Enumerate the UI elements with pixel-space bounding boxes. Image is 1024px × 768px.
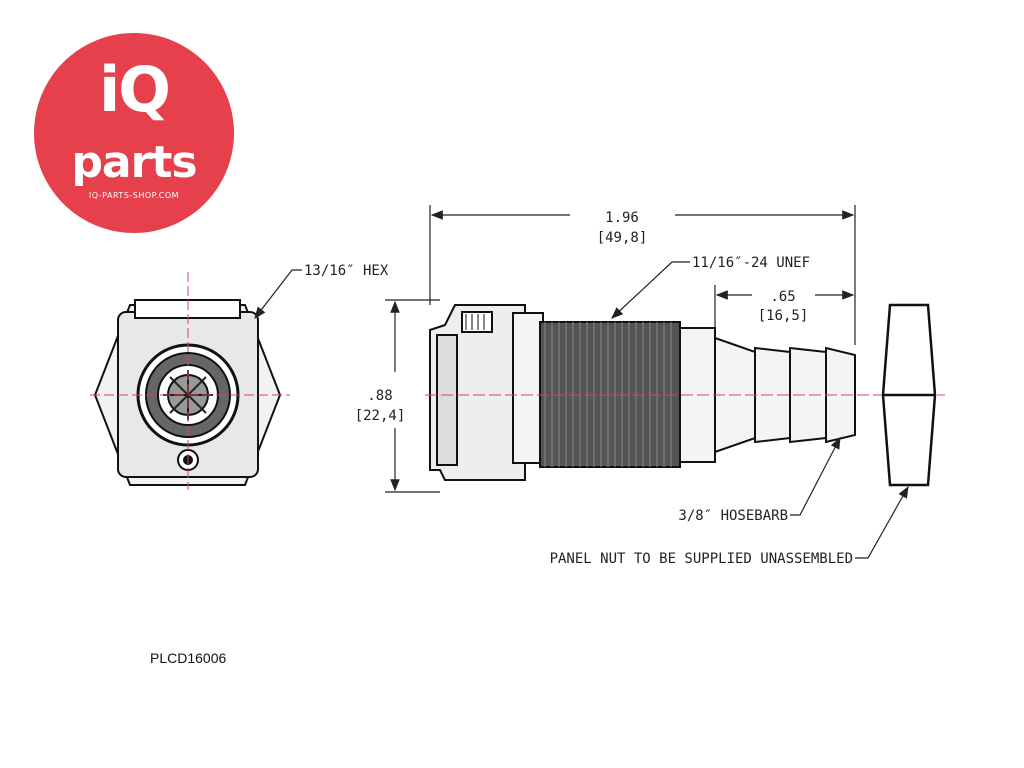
logo-brand-top: iQ: [99, 53, 171, 126]
side-view: [425, 304, 945, 481]
end-view: [90, 272, 290, 490]
panel-nut-note: PANEL NUT TO BE SUPPLIED UNASSEMBLED: [550, 551, 853, 567]
thread-leader: 11/16″-24 UNEF: [611, 255, 810, 319]
barb-length-in: .65: [770, 289, 795, 305]
iq-parts-logo: iQ parts IQ-PARTS-SHOP.COM: [34, 33, 234, 233]
hex-label: 13/16″ HEX: [304, 263, 389, 279]
hex-leader: 13/16″ HEX: [254, 263, 389, 319]
overall-length-in: 1.96: [605, 210, 639, 226]
part-number: PLCD16006: [150, 650, 227, 666]
panel-nut-leader: PANEL NUT TO BE SUPPLIED UNASSEMBLED: [550, 485, 909, 567]
hosebarb-leader: 3/8″ HOSEBARB: [678, 436, 841, 524]
thread-label: 11/16″-24 UNEF: [692, 255, 810, 271]
logo-brand-bottom: parts: [71, 137, 197, 188]
height-in: .88: [367, 388, 392, 404]
overall-length-dimension: [429, 205, 856, 345]
logo-url: IQ-PARTS-SHOP.COM: [88, 191, 180, 200]
overall-length-mm: [49,8]: [597, 230, 648, 246]
hosebarb-label: 3/8″ HOSEBARB: [678, 508, 788, 524]
height-mm: [22,4]: [355, 408, 406, 424]
barb-length-dimension: [714, 285, 855, 328]
barb-length-mm: [16,5]: [758, 308, 809, 324]
height-dimension: [385, 299, 440, 493]
panel-nut: [881, 303, 937, 487]
